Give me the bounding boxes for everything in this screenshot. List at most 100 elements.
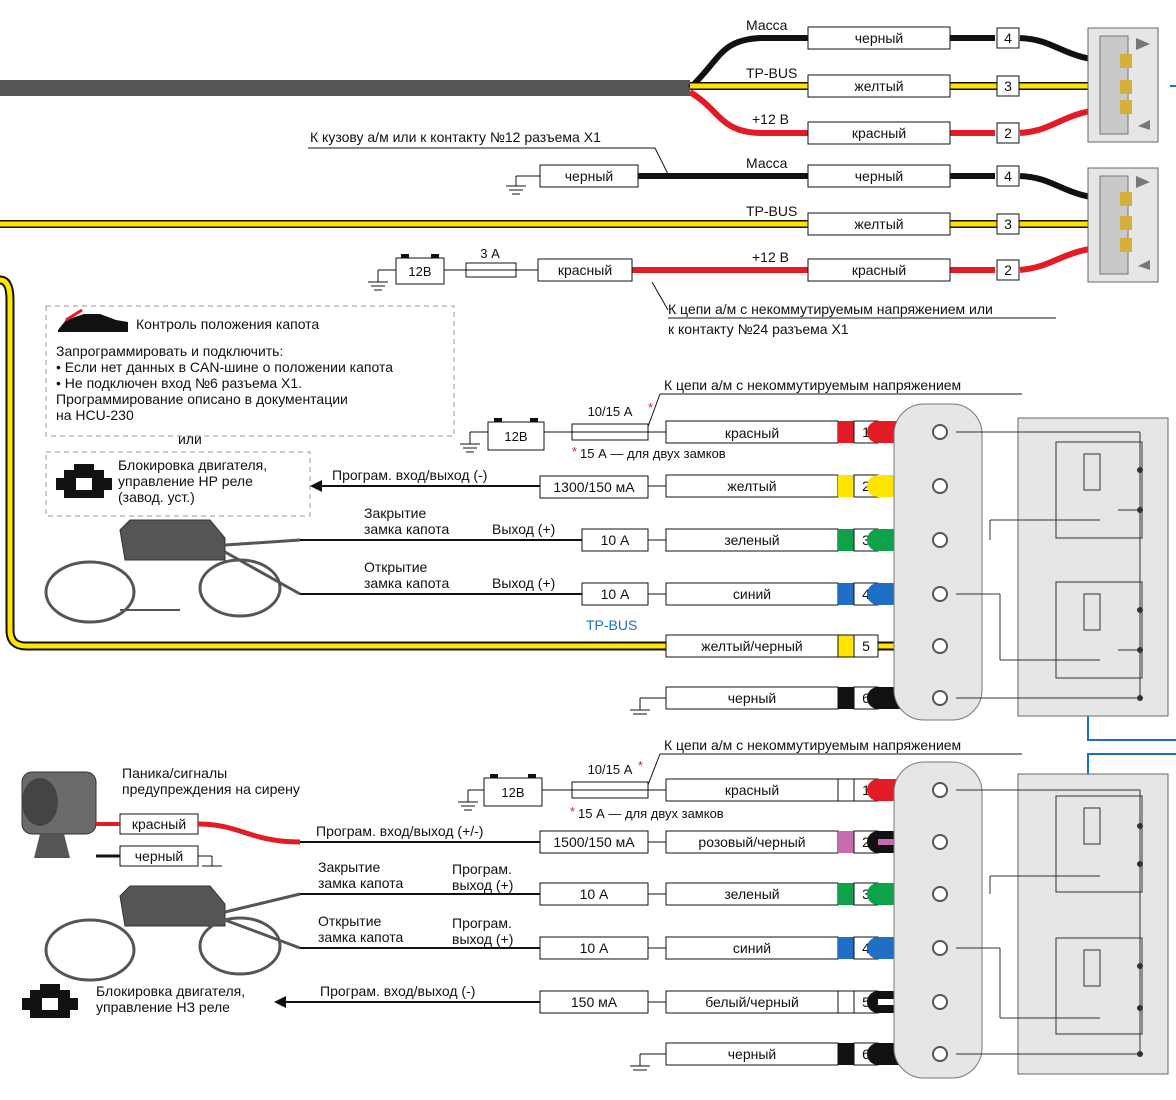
relay-box-1 [1017, 417, 1169, 717]
pin-number: 2 [1004, 125, 1012, 141]
power-wire-box [537, 258, 633, 282]
tpbus-label: TP-BUS [586, 617, 637, 633]
engine-line: Блокировка двигателя, [118, 457, 267, 473]
prog-io-label: Програм. вход/выход (+/-) [316, 823, 483, 839]
pin-box [996, 165, 1020, 187]
open-label: Открытие [318, 913, 382, 929]
wire-box [807, 258, 951, 282]
wire-label: белый/черный [705, 994, 799, 1010]
siren-label: Паника/сигналы [122, 765, 227, 781]
siren-icon [21, 771, 97, 858]
fuse-label: 10/15 А [588, 404, 633, 419]
hood-line: • Если нет данных в CAN-шине о положении… [56, 359, 393, 375]
block1-rows: красный 1 1300/150 мА желтый 2 10 А зеле… [539, 420, 947, 715]
pin-number: 4 [1004, 30, 1012, 46]
hood-line: Запрограммировать и подключить: [56, 343, 283, 359]
engine-line: (завод. уст.) [118, 489, 195, 505]
wire-label: красный [725, 425, 779, 441]
battery-label: 12В [501, 785, 524, 800]
close-label: замка капота [364, 521, 449, 537]
close-out: Програм. [452, 861, 512, 877]
hood-line: на HCU-230 [56, 407, 134, 423]
wire-label: черный [728, 690, 776, 706]
wire-label: зеленый [724, 886, 779, 902]
plus12-label-b: +12 В [752, 249, 789, 265]
wire-box [807, 212, 951, 236]
hood-title: Контроль положения капота [136, 316, 319, 332]
pin-number: 1 [862, 424, 870, 440]
pin-number: 5 [862, 994, 870, 1010]
asterisk: * [638, 758, 643, 773]
pin-box [996, 75, 1020, 97]
pin-box [996, 259, 1020, 281]
hood-lock-actuator-icon [44, 885, 301, 982]
connector-b-harness [0, 173, 1121, 273]
rating-box [539, 475, 649, 499]
wire-box [807, 121, 951, 145]
fuse-label: 3 А [480, 246, 500, 261]
wire-label: красный [725, 782, 779, 798]
wire-label: красный [852, 125, 906, 141]
pin-number: 4 [862, 586, 870, 602]
footnote: 15 А — для двух замков [578, 806, 724, 821]
relay-box-2 [1017, 773, 1169, 1075]
pin-number: 5 [862, 638, 870, 654]
rating-label: 150 мА [571, 994, 618, 1010]
body-note: К кузову а/м или к контакту №12 разъема … [310, 129, 601, 145]
link-line [1087, 716, 1176, 741]
wire-label: синий [733, 586, 771, 602]
close-out: Выход (+) [492, 521, 555, 537]
rating-label: 10 А [580, 940, 609, 956]
wire-label: желтый/черный [701, 638, 803, 654]
relay-diagram-1 [956, 431, 1143, 699]
engine-icon [22, 984, 78, 1018]
ground-wire-box [539, 164, 639, 188]
asterisk: * [572, 444, 577, 459]
open-out: выход (+) [452, 931, 513, 947]
wire-label: розовый/черный [698, 834, 805, 850]
wire-label: красный [852, 262, 906, 278]
pin-number: 6 [862, 1046, 870, 1062]
relay-nodes-1 [1137, 467, 1143, 701]
rating-label: 1300/150 мА [553, 479, 635, 495]
block2-note: К цепи а/м с некоммутируемым напряжением [664, 737, 961, 753]
battery-label: 12В [408, 264, 431, 279]
asterisk: * [648, 400, 653, 415]
wire-label: черный [855, 168, 903, 184]
pin-number: 4 [862, 940, 870, 956]
prog-io-label-2: Програм. вход/выход (-) [320, 983, 475, 999]
connector-a-icon [1087, 27, 1159, 143]
pin-number: 2 [862, 478, 870, 494]
wire-label: черный [855, 30, 903, 46]
battery-icon [368, 254, 445, 291]
hood-lock-actuator-icon [44, 519, 301, 624]
massa-label-b: Масса [746, 155, 788, 171]
pin-number: 3 [1004, 78, 1012, 94]
power-wire-label: красный [558, 262, 612, 278]
close-out: выход (+) [452, 877, 513, 893]
wire-label: желтый [727, 478, 776, 494]
rating-label: 10 А [580, 886, 609, 902]
pin-number: 6 [862, 690, 870, 706]
wire-box [807, 164, 951, 188]
engine-label: Блокировка двигателя, [96, 983, 245, 999]
pin-number: 3 [862, 886, 870, 902]
connector-b-icon [1087, 167, 1159, 283]
link-line [1087, 753, 1176, 774]
pin-number: 3 [1004, 216, 1012, 232]
siren-red-label: красный [132, 816, 186, 832]
hood-line: • Не подключен вход №6 разъема X1. [56, 375, 302, 391]
close-label: Закрытие [364, 505, 426, 521]
open-label: Открытие [364, 559, 428, 575]
wire-label: черный [728, 1046, 776, 1062]
battery-icon [460, 418, 545, 453]
block2-rows: красный 1 1500/150 мА розовый/черный 2 1… [539, 778, 947, 1071]
pin-box [996, 122, 1020, 144]
tpbus-label-a: TP-BUS [746, 65, 797, 81]
siren-black-label: черный [135, 848, 183, 864]
or-label: или [178, 431, 202, 447]
engine-label: управление НЗ реле [96, 999, 230, 1015]
open-label: замка капота [318, 929, 403, 945]
power-note-2: к контакту №24 разъема X1 [668, 321, 849, 337]
